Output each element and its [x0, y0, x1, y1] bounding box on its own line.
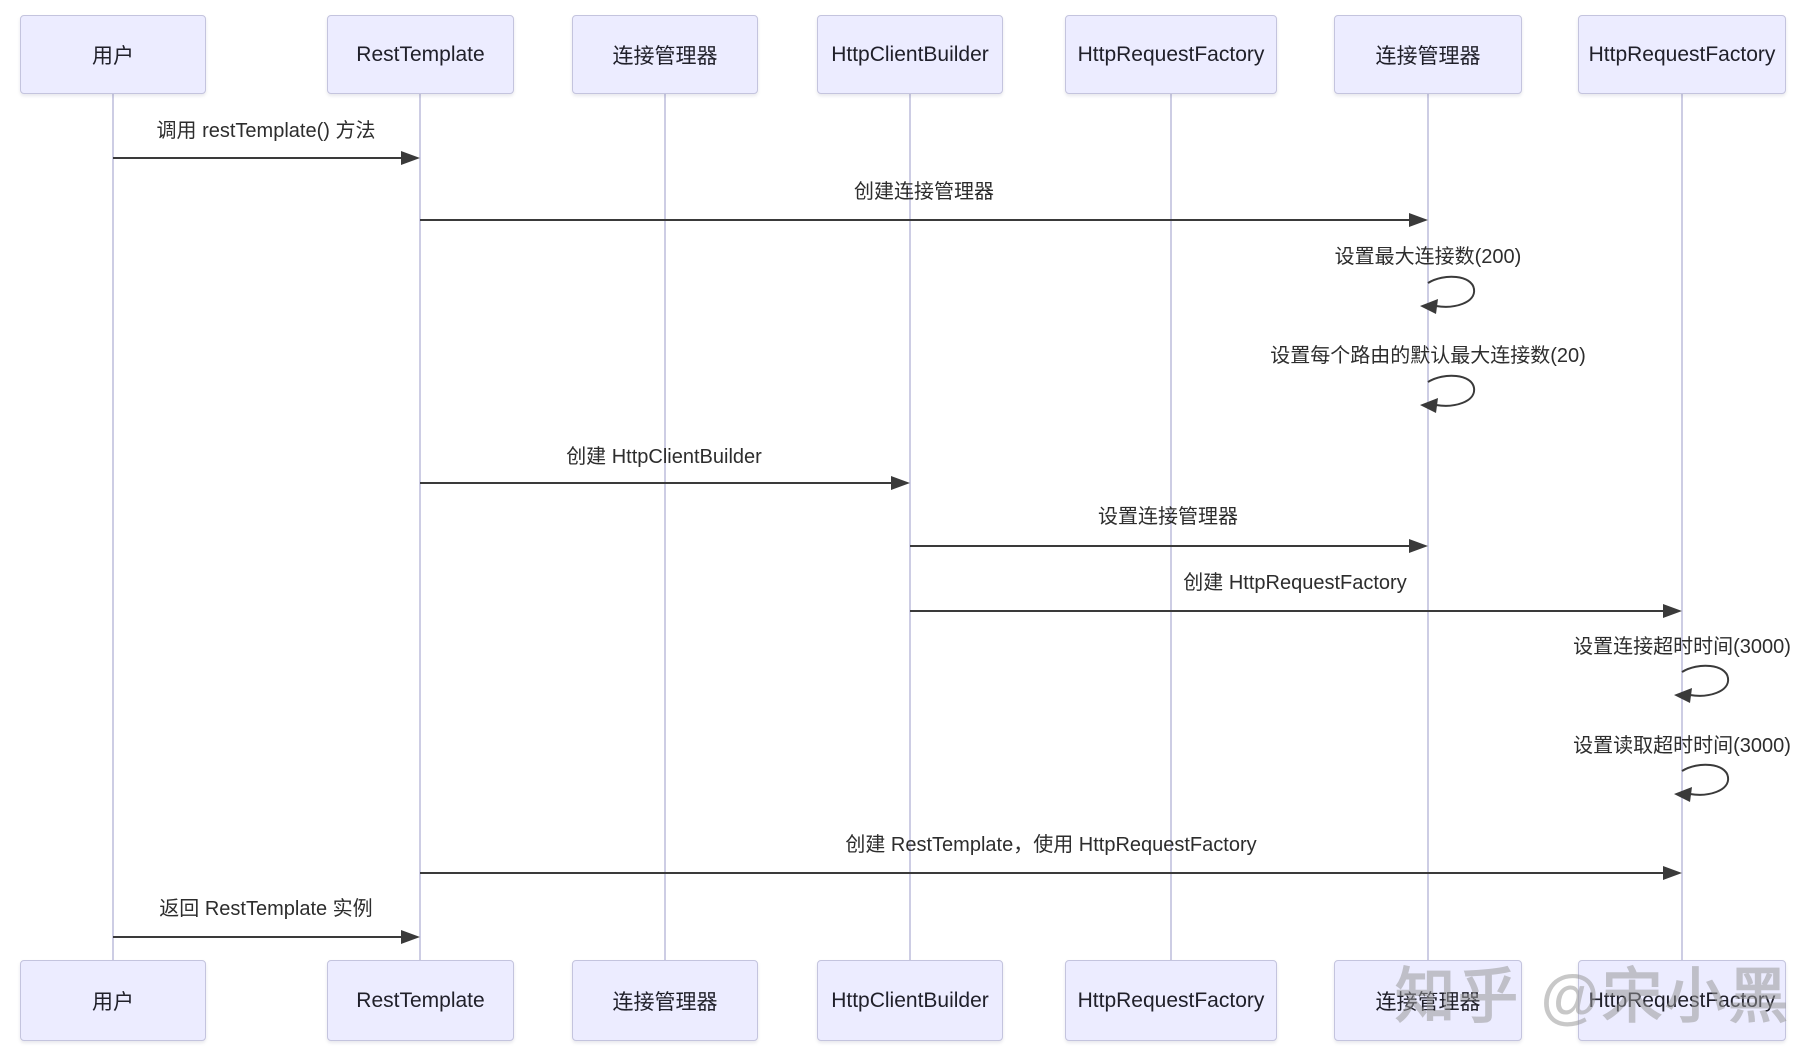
lifeline-resttemplate	[419, 94, 421, 962]
message-arrow-5	[420, 482, 893, 484]
self-loop-arrow	[1668, 763, 1738, 807]
message-text-7: 创建 HttpRequestFactory	[1183, 572, 1407, 594]
message-arrow-7	[910, 610, 1665, 612]
message-arrow-10	[420, 872, 1665, 874]
self-loop-arrow	[1414, 275, 1484, 319]
message-text-9: 设置读取超时时间(3000)	[1573, 735, 1791, 757]
actor-box-connection-manager-2-top: 连接管理器	[1334, 15, 1522, 94]
message-text-6: 设置连接管理器	[1098, 506, 1238, 528]
message-text-5: 创建 HttpClientBuilder	[566, 446, 762, 468]
actor-box-resttemplate-bottom: RestTemplate	[327, 960, 514, 1041]
arrowhead-icon	[1409, 213, 1428, 227]
arrowhead-icon	[891, 476, 910, 490]
actor-box-resttemplate-top: RestTemplate	[327, 15, 514, 94]
message-text-10: 创建 RestTemplate，使用 HttpRequestFactory	[845, 834, 1257, 856]
message-arrow-11	[113, 936, 403, 938]
message-text-8: 设置连接超时时间(3000)	[1573, 636, 1791, 658]
arrowhead-icon	[1409, 539, 1428, 553]
arrowhead-icon	[401, 151, 420, 165]
lifeline-httpclientbuilder	[909, 94, 911, 962]
message-text-3: 设置最大连接数(200)	[1334, 246, 1522, 268]
actor-box-httpclientbuilder-top: HttpClientBuilder	[817, 15, 1003, 94]
message-text-11: 返回 RestTemplate 实例	[159, 898, 373, 920]
actor-box-httprequestfactory-2-top: HttpRequestFactory	[1578, 15, 1786, 94]
actor-box-httprequestfactory-1-top: HttpRequestFactory	[1065, 15, 1277, 94]
actor-box-connection-manager-1-bottom: 连接管理器	[572, 960, 758, 1041]
arrowhead-icon	[401, 930, 420, 944]
self-loop-arrow	[1668, 664, 1738, 708]
message-arrow-6	[910, 545, 1411, 547]
actor-box-httprequestfactory-2-bottom: HttpRequestFactory	[1578, 960, 1786, 1041]
self-loop-arrow	[1414, 374, 1484, 418]
actor-box-connection-manager-2-bottom: 连接管理器	[1334, 960, 1522, 1041]
message-arrow-1	[113, 157, 403, 159]
lifeline-httprequestfactory-1	[1170, 94, 1172, 962]
arrowhead-icon	[1663, 866, 1682, 880]
message-text-4: 设置每个路由的默认最大连接数(20)	[1270, 345, 1586, 367]
message-arrow-2	[420, 219, 1411, 221]
lifeline-user	[112, 94, 114, 962]
actor-box-user-top: 用户	[20, 15, 206, 94]
lifeline-connection-manager-1	[664, 94, 666, 962]
lifeline-connection-manager-2	[1427, 94, 1429, 962]
lifeline-httprequestfactory-2	[1681, 94, 1683, 962]
arrowhead-icon	[1663, 604, 1682, 618]
actor-box-httprequestfactory-1-bottom: HttpRequestFactory	[1065, 960, 1277, 1041]
message-text-1: 调用 restTemplate() 方法	[156, 120, 376, 142]
actor-box-connection-manager-1-top: 连接管理器	[572, 15, 758, 94]
actor-box-httpclientbuilder-bottom: HttpClientBuilder	[817, 960, 1003, 1041]
actor-box-user-bottom: 用户	[20, 960, 206, 1041]
message-text-2: 创建连接管理器	[854, 181, 994, 203]
